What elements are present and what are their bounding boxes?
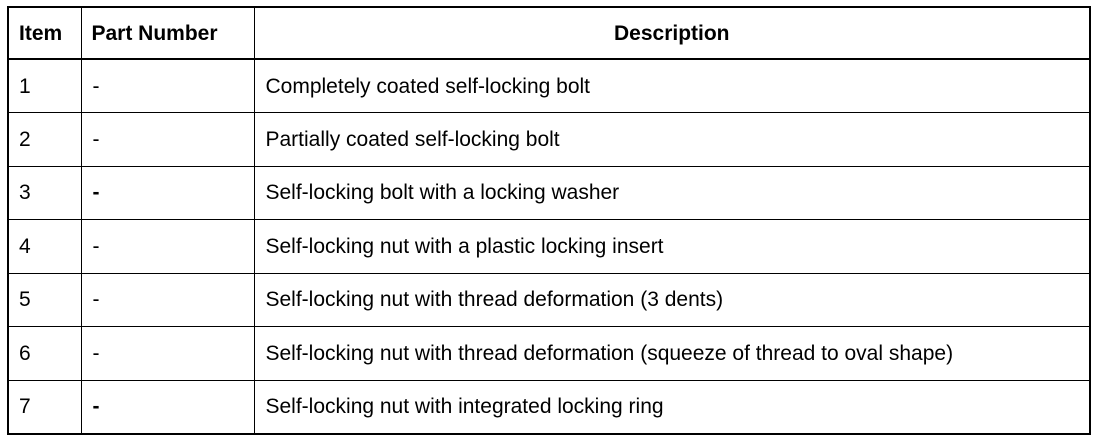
cell-item: 6 (7, 326, 82, 381)
table-body: 1 - Completely coated self-locking bolt … (7, 58, 1091, 434)
cell-item: 1 (7, 58, 82, 113)
cell-part-number: - (80, 112, 255, 167)
table-row: 2 - Partially coated self-locking bolt (7, 112, 1091, 167)
cell-description: Self-locking bolt with a locking washer (253, 165, 1091, 220)
cell-description: Self-locking nut with thread deformation… (253, 326, 1091, 381)
cell-description: Completely coated self-locking bolt (253, 58, 1091, 113)
cell-item: 2 (7, 112, 82, 167)
column-header-item: Item (7, 6, 82, 60)
cell-part-number: - (80, 379, 255, 434)
cell-part-number: - (80, 272, 255, 327)
table-row: 3 - Self-locking bolt with a locking was… (7, 165, 1091, 220)
column-header-part-number: Part Number (80, 6, 255, 60)
column-header-description: Description (253, 6, 1091, 60)
cell-part-number: - (80, 326, 255, 381)
table-row: 5 - Self-locking nut with thread deforma… (7, 272, 1091, 327)
cell-item: 4 (7, 219, 82, 274)
table-row: 6 - Self-locking nut with thread deforma… (7, 326, 1091, 381)
cell-item: 3 (7, 165, 82, 220)
table-row: 7 - Self-locking nut with integrated loc… (7, 379, 1091, 434)
cell-item: 7 (7, 379, 82, 434)
cell-description: Self-locking nut with thread deformation… (253, 272, 1091, 327)
cell-part-number: - (80, 58, 255, 113)
cell-description: Self-locking nut with integrated locking… (253, 379, 1091, 434)
table-header: Item Part Number Description (7, 6, 1091, 60)
header-row: Item Part Number Description (7, 6, 1091, 60)
table-row: 1 - Completely coated self-locking bolt (7, 58, 1091, 113)
cell-item: 5 (7, 272, 82, 327)
cell-part-number: - (80, 219, 255, 274)
cell-part-number: - (80, 165, 255, 220)
cell-description: Partially coated self-locking bolt (253, 112, 1091, 167)
parts-table: Item Part Number Description 1 - Complet… (7, 6, 1091, 435)
table-row: 4 - Self-locking nut with a plastic lock… (7, 219, 1091, 274)
cell-description: Self-locking nut with a plastic locking … (253, 219, 1091, 274)
